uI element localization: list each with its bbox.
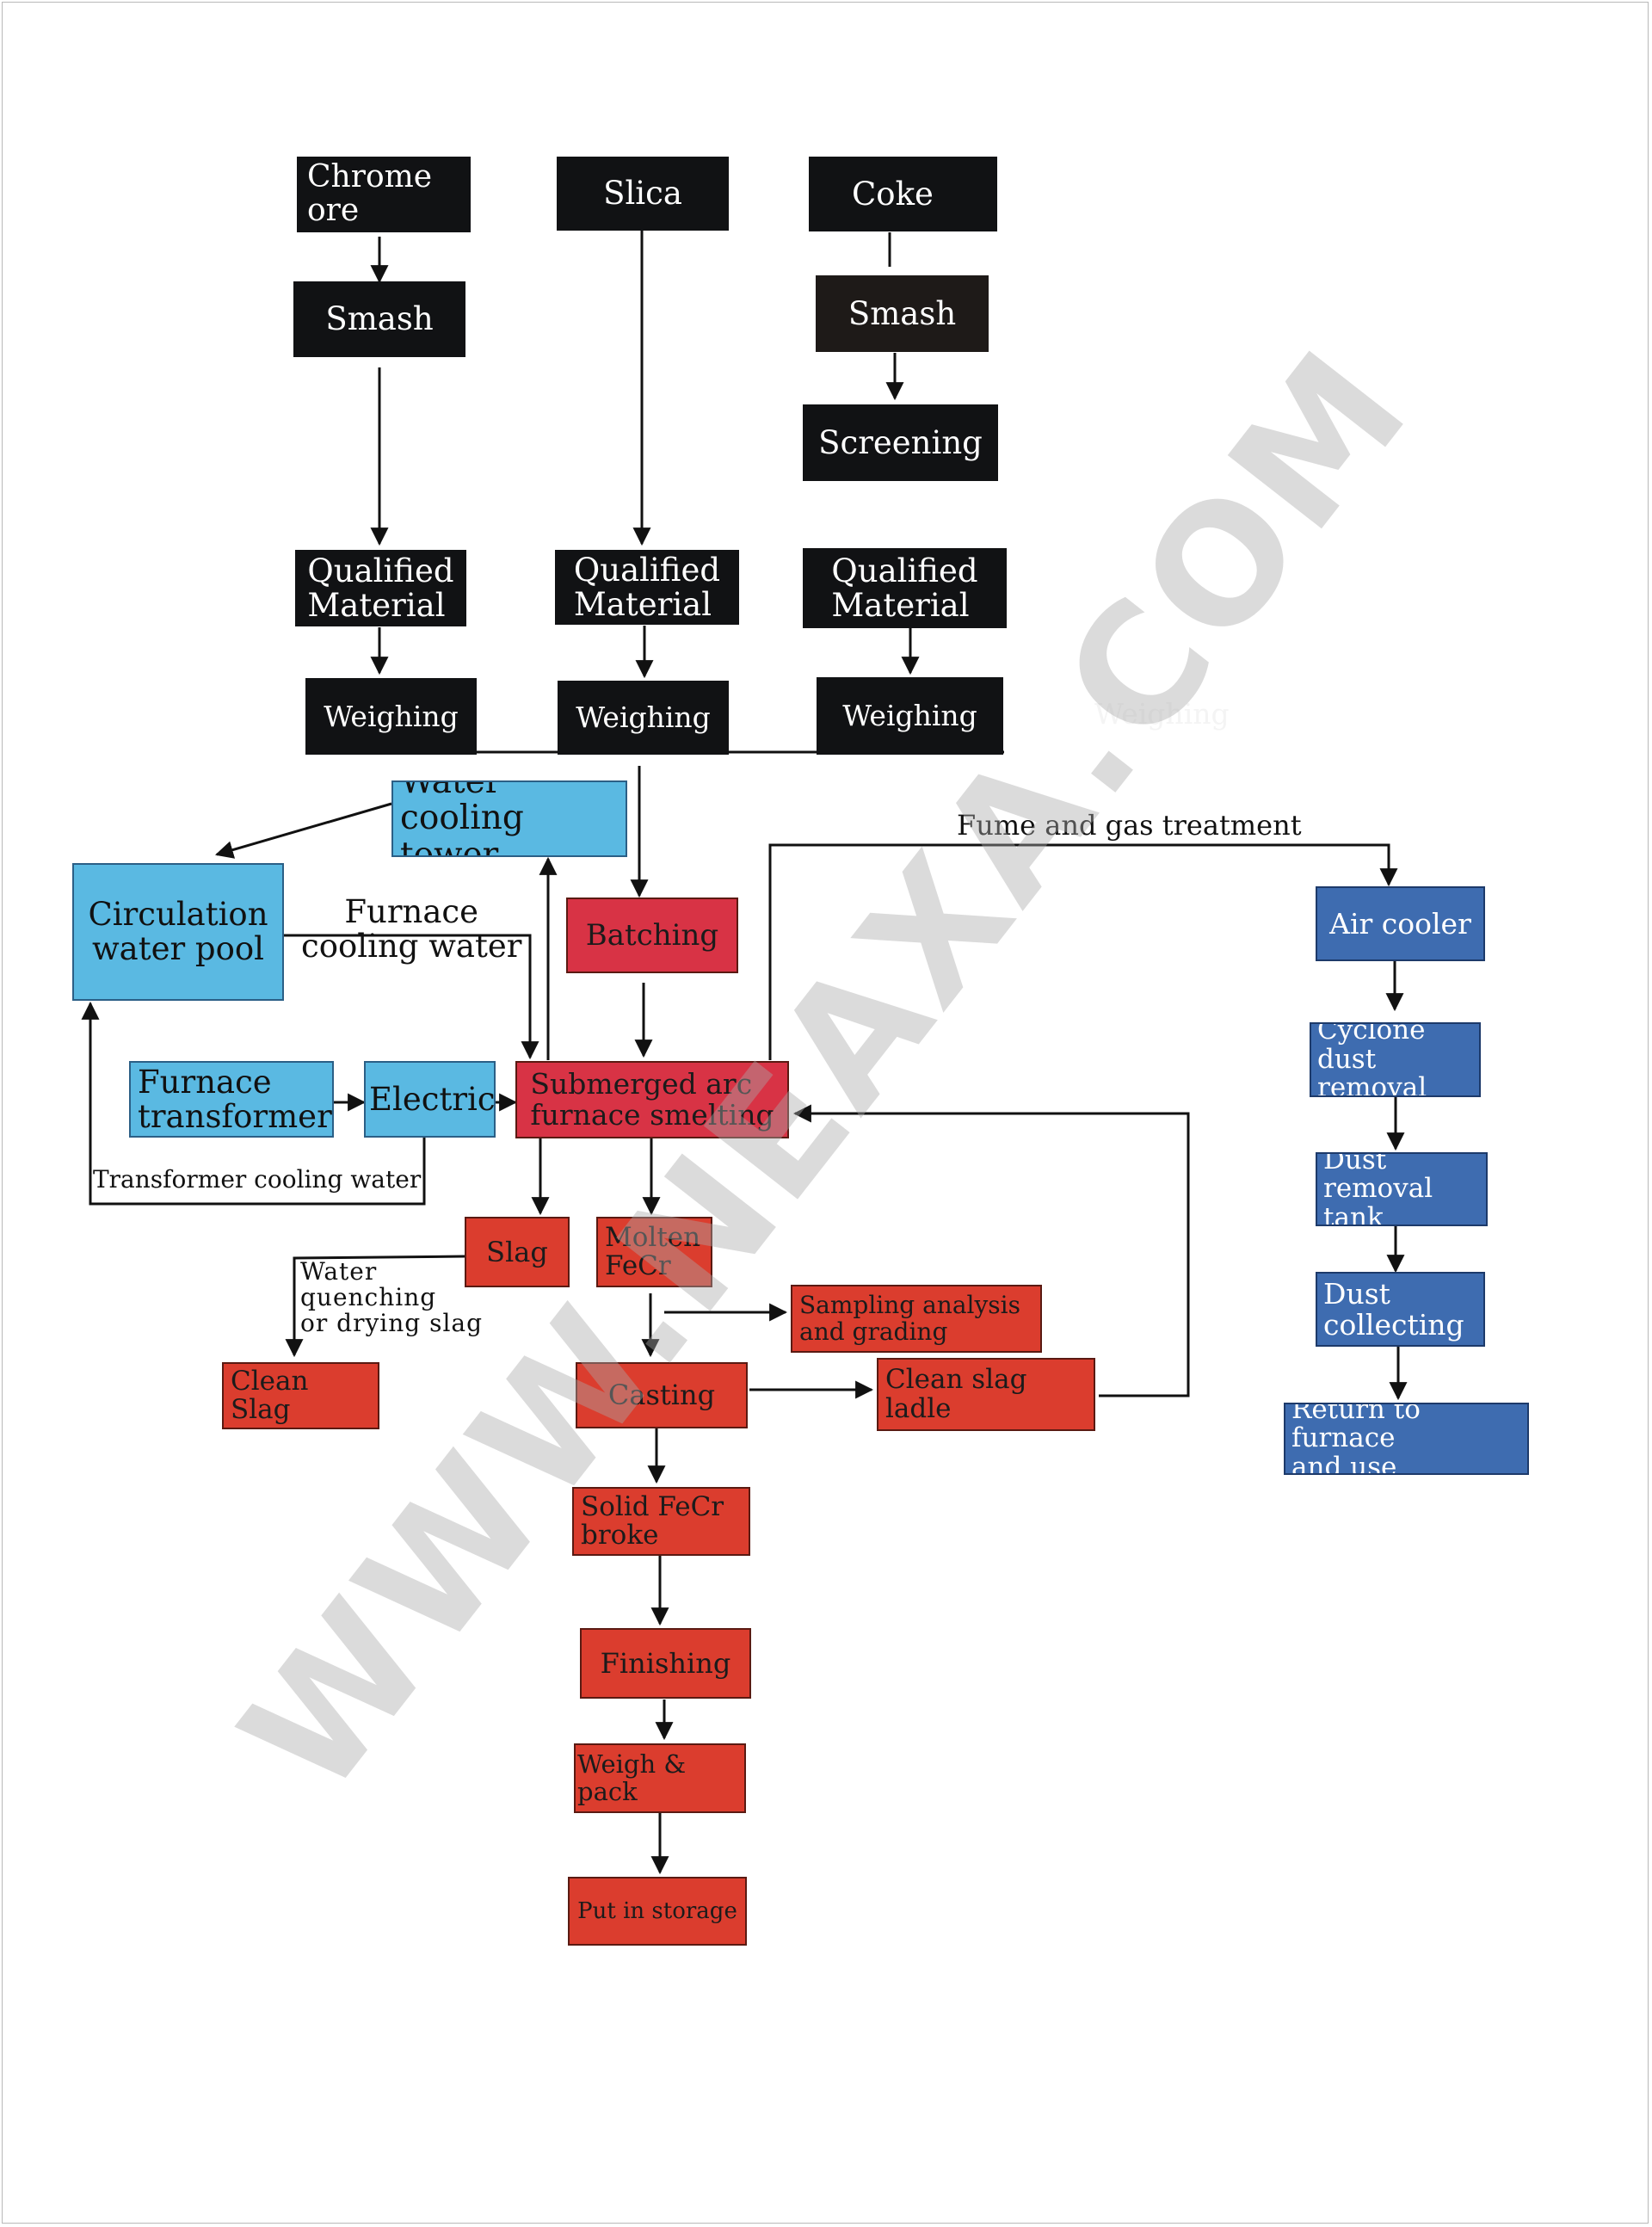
casting-box: Casting xyxy=(576,1362,748,1428)
water-cooling-tower-box: Water cooling tower xyxy=(391,780,627,857)
air-cooler-label: Air cooler xyxy=(1329,906,1471,941)
coke-label: Coke xyxy=(852,175,934,213)
arrow-pool-furnace-cooling-water xyxy=(284,934,539,1060)
arrow-fume-gas-treatment xyxy=(768,843,1398,1060)
water-quenching-label: Water quenching or drying slag xyxy=(300,1257,484,1338)
slag-label: Slag xyxy=(486,1235,548,1268)
clean-slag-label: Clean Slag xyxy=(231,1365,309,1425)
dust-collecting-box: Dust collecting xyxy=(1316,1272,1485,1347)
ghost-weighing-label: Weighing xyxy=(1094,697,1230,731)
slag-box: Slag xyxy=(465,1217,570,1287)
slica-box: Slica xyxy=(557,157,729,231)
slica-label: Slica xyxy=(603,175,682,213)
dust-removal-tank-box: Dust removal tank xyxy=(1316,1152,1488,1226)
electric-box: Electric xyxy=(364,1061,496,1138)
water-cooling-tower-label: Water cooling tower xyxy=(400,780,524,857)
qualified-coke-box: Qualified Material xyxy=(803,548,1007,628)
cyclone-box: Cyclone dust removal xyxy=(1310,1022,1481,1097)
smash-coke-label: Smash xyxy=(848,294,957,332)
furnace-cooling-water-text: Furnace cooling water xyxy=(301,893,522,965)
finishing-box: Finishing xyxy=(580,1628,751,1699)
weighing-coke-label: Weighing xyxy=(842,699,977,733)
furnace-transformer-box: Furnace transformer xyxy=(129,1061,334,1138)
weighing-slica-label: Weighing xyxy=(576,700,711,735)
transformer-cooling-water-text: Transformer cooling water xyxy=(93,1165,422,1194)
submerged-arc-label: Submerged arc furnace smelting xyxy=(530,1067,774,1132)
weigh-pack-label: Weigh & pack xyxy=(577,1749,687,1806)
fume-gas-treatment-text: Fume and gas treatment xyxy=(957,809,1302,842)
circulation-water-pool-box: Circulation water pool xyxy=(72,863,284,1001)
submerged-arc-box: Submerged arc furnace smelting xyxy=(515,1061,789,1138)
qualified-slica-label: Qualified Material xyxy=(573,551,721,623)
clean-slag-ladle-label: Clean slag ladle xyxy=(885,1364,1027,1424)
fume-gas-treatment-label: Fume and gas treatment xyxy=(957,811,1302,841)
put-in-storage-label: Put in storage xyxy=(577,1897,737,1924)
screening-box: Screening xyxy=(803,404,998,481)
coke-box: Coke xyxy=(809,157,997,231)
arrow-transformer-cooling-water xyxy=(81,1001,426,1206)
weighing-chrome-label: Weighing xyxy=(324,699,459,733)
circulation-water-pool-label: Circulation water pool xyxy=(88,896,268,967)
air-cooler-box: Air cooler xyxy=(1316,886,1485,961)
return-to-furnace-box: Return to furnace and use xyxy=(1284,1403,1529,1475)
put-in-storage-box: Put in storage xyxy=(568,1877,747,1946)
return-to-furnace-label: Return to furnace and use xyxy=(1291,1403,1421,1475)
qualified-chrome-label: Qualified Material xyxy=(307,552,454,624)
molten-fecr-label: Molten FeCr xyxy=(605,1221,701,1281)
molten-fecr-box: Molten FeCr xyxy=(596,1217,712,1287)
chrome-ore-label: Chrome ore xyxy=(307,159,433,228)
smash-chrome-box: Smash xyxy=(293,281,465,357)
sampling-box: Sampling analysis and grading xyxy=(791,1285,1042,1353)
qualified-chrome-box: Qualified Material xyxy=(295,550,466,626)
arrow-tower-to-pool xyxy=(214,802,392,859)
transformer-cooling-water-label: Transformer cooling water xyxy=(93,1165,422,1194)
qualified-slica-box: Qualified Material xyxy=(555,550,739,625)
clean-slag-ladle-box: Clean slag ladle xyxy=(877,1358,1095,1431)
clean-slag-box: Clean Slag xyxy=(222,1362,379,1429)
ghost-weighing-text: Weighing xyxy=(1094,699,1230,730)
screening-label: Screening xyxy=(818,423,983,461)
chrome-ore-box: Chrome ore xyxy=(297,157,471,232)
dust-removal-tank-label: Dust removal tank xyxy=(1323,1152,1433,1226)
smash-coke-box: Smash xyxy=(816,275,989,352)
solid-fecr-box: Solid FeCr broke xyxy=(572,1487,750,1556)
water-quenching-text: Water quenching or drying slag xyxy=(300,1257,484,1338)
smash-chrome-label: Smash xyxy=(325,300,434,338)
arrow-ladle-return-to-smelting xyxy=(792,1104,1190,1397)
solid-fecr-label: Solid FeCr broke xyxy=(581,1490,724,1551)
finishing-label: Finishing xyxy=(600,1646,731,1680)
weighing-coke-box: Weighing xyxy=(817,677,1003,755)
weighing-chrome-box: Weighing xyxy=(305,678,477,755)
cyclone-label: Cyclone dust removal xyxy=(1317,1022,1427,1097)
batching-label: Batching xyxy=(585,917,719,953)
weighing-slica-box: Weighing xyxy=(558,681,729,755)
batching-box: Batching xyxy=(566,898,738,973)
electric-label: Electric xyxy=(369,1080,496,1118)
sampling-label: Sampling analysis and grading xyxy=(799,1291,1021,1346)
qualified-coke-label: Qualified Material xyxy=(831,552,978,624)
furnace-cooling-water-label: Furnace cooling water xyxy=(301,895,521,964)
arrow-slag-to-clean-slag xyxy=(285,1255,465,1358)
casting-label: Casting xyxy=(607,1379,716,1412)
dust-collecting-label: Dust collecting xyxy=(1323,1276,1464,1342)
furnace-transformer-label: Furnace transformer xyxy=(138,1063,332,1135)
weigh-pack-box: Weigh & pack xyxy=(574,1743,746,1813)
